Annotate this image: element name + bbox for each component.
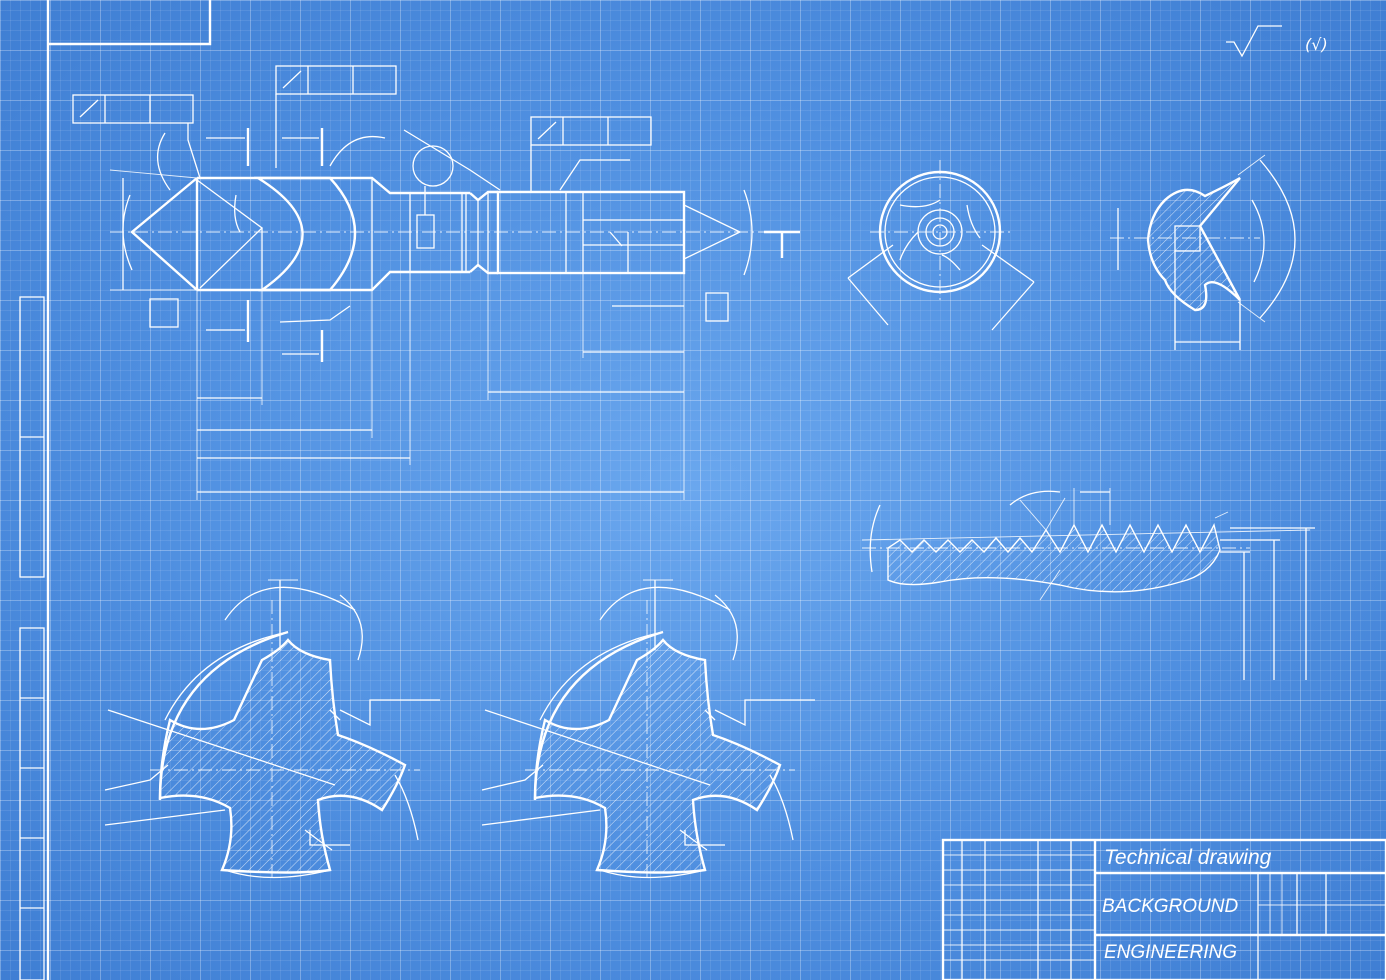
thread-profile: [861, 488, 1315, 680]
drawing-frame: [19, 0, 212, 980]
title-block: Technical drawing BACKGROUND ENGINEERING: [941, 838, 1386, 980]
drill-end-view: [847, 160, 1035, 331]
cross-section-right: [481, 579, 815, 880]
cross-section-left: [104, 579, 440, 880]
roughness-symbol: (√): [1226, 25, 1328, 58]
title-block-title: Technical drawing: [1104, 846, 1272, 869]
drill-side-view: [72, 65, 800, 500]
roughness-note: (√): [1305, 35, 1328, 54]
countersink-section: [1110, 154, 1296, 350]
tolerance-frames: [72, 65, 729, 328]
title-block-background: BACKGROUND: [1102, 896, 1238, 917]
dimension-lines: [109, 169, 685, 500]
section-markers: [206, 128, 800, 362]
title-block-engineering: ENGINEERING: [1104, 942, 1237, 963]
